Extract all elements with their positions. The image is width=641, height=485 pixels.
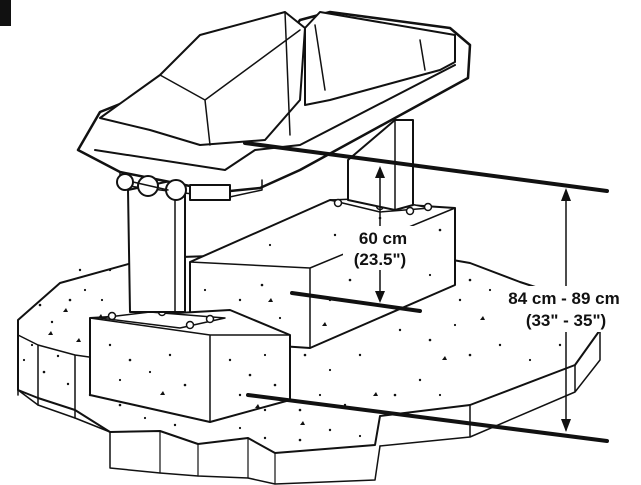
floor-reference-line	[246, 393, 609, 443]
upper-dimension-metric: 60 cm	[359, 229, 407, 248]
arrowhead-up-icon	[561, 188, 571, 201]
concrete-texture	[22, 263, 562, 442]
pedestal-top-reference-line	[290, 291, 422, 313]
tub-unit	[76, 10, 472, 201]
reference-lines	[243, 141, 609, 443]
overall-dimension: 84 cm - 89 cm (33" - 35")	[495, 188, 630, 432]
front-pedestal	[89, 307, 291, 423]
upper-dimension: 60 cm (23.5")	[343, 166, 423, 303]
arrowhead-up-icon	[375, 166, 385, 178]
motor-assembly	[116, 173, 187, 201]
arrowhead-down-icon	[561, 419, 571, 432]
arrowhead-down-icon	[375, 291, 385, 303]
seat-top-reference-line	[243, 141, 609, 193]
upper-dimension-imperial: (23.5")	[354, 250, 406, 269]
overall-dimension-imperial: (33" - 35")	[526, 311, 606, 330]
support-posts	[127, 119, 414, 313]
overall-dimension-metric: 84 cm - 89 cm	[508, 289, 620, 308]
corner-marker	[0, 0, 11, 26]
